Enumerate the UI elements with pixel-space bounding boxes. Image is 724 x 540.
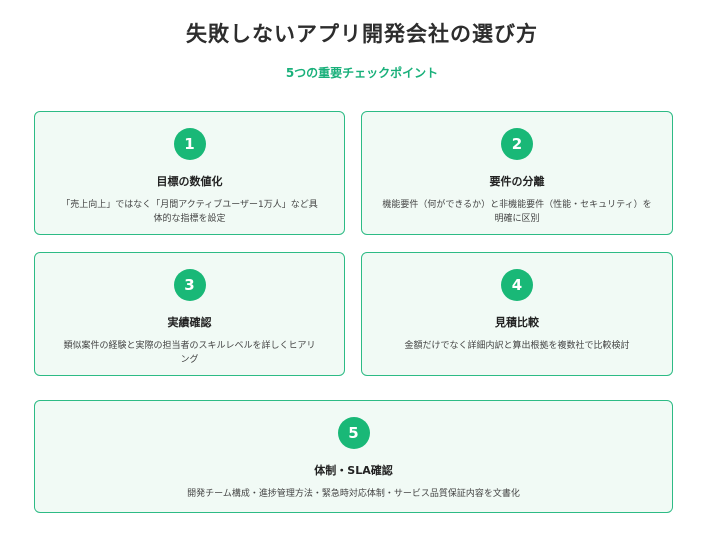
checkpoint-title: 体制・SLA確認	[314, 464, 393, 477]
checkpoint-description: 「売上向上」ではなく「月間アクティブユーザー1万人」など具体的な指標を設定	[61, 200, 318, 224]
checkpoint-title: 見積比較	[495, 316, 539, 329]
page-title: 失敗しないアプリ開発会社の選び方	[186, 22, 538, 46]
number-badge: 4	[501, 269, 533, 301]
checkpoint-card-2: 2 要件の分離 機能要件（何ができるか）と非機能要件（性能・セキュリティ）を明確…	[361, 111, 673, 235]
checkpoint-description: 開発チーム構成・進捗管理方法・緊急時対応体制・サービス品質保証内容を文書化	[187, 489, 520, 499]
checkpoint-description: 金額だけでなく詳細内訳と算出根拠を複数社で比較検討	[404, 341, 630, 351]
number-badge: 3	[173, 269, 206, 301]
checkpoint-card-4: 4 見積比較 金額だけでなく詳細内訳と算出根拠を複数社で比較検討	[361, 252, 673, 376]
number-badge: 2	[501, 128, 533, 160]
checkpoint-title: 実績確認	[167, 316, 212, 329]
page-subtitle: 5つの重要チェックポイント	[285, 66, 439, 80]
checkpoint-card-1: 1 目標の数値化 「売上向上」ではなく「月間アクティブユーザー1万人」など具体的…	[34, 111, 345, 235]
checkpoint-card-3: 3 実績確認 類似案件の経験と実際の担当者のスキルレベルを詳しくヒアリング	[34, 252, 345, 376]
checkpoint-card-5: 5 体制・SLA確認 開発チーム構成・進捗管理方法・緊急時対応体制・サービス品質…	[34, 400, 673, 513]
number-badge: 5	[337, 417, 370, 449]
checkpoint-description: 類似案件の経験と実際の担当者のスキルレベルを詳しくヒアリング	[63, 341, 316, 365]
checkpoint-description: 機能要件（何ができるか）と非機能要件（性能・セキュリティ）を明確に区別	[382, 200, 652, 224]
number-badge: 1	[173, 128, 206, 160]
checkpoint-title: 目標の数値化	[156, 175, 223, 188]
checkpoint-title: 要件の分離	[489, 175, 545, 188]
